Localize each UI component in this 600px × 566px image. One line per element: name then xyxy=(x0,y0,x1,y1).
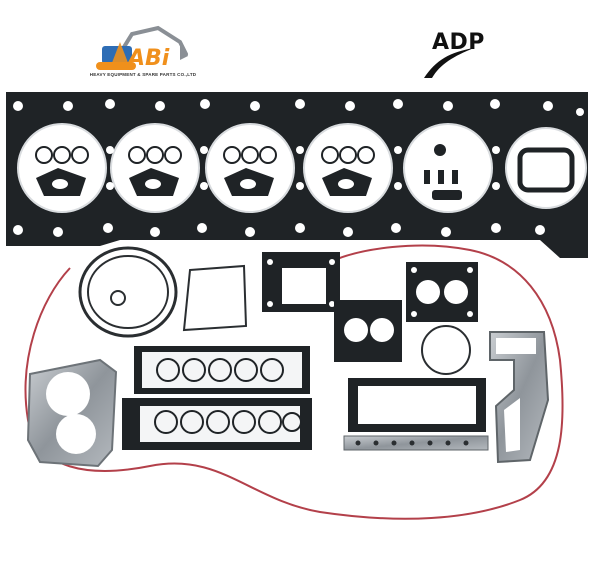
adp-swoosh-icon xyxy=(424,48,474,78)
abi-logo: ABi HEAVY EQUIPMENT & SPARE PARTS CO.,LT… xyxy=(88,20,198,82)
flange-gasket-upper xyxy=(406,262,478,322)
adp-wordmark: ADP xyxy=(432,30,485,55)
round-seal xyxy=(78,246,178,338)
abi-wordmark: ABi xyxy=(128,46,170,71)
strip-gasket xyxy=(343,435,489,451)
cylinder-head-gasket xyxy=(6,92,588,258)
exhaust-gasket-metal xyxy=(26,358,118,468)
abi-tagline: HEAVY EQUIPMENT & SPARE PARTS CO.,LTD xyxy=(89,72,197,77)
square-gasket xyxy=(262,252,340,312)
valve-gasket-upper xyxy=(134,346,310,394)
wire-seal xyxy=(182,264,248,332)
excavator-logo-icon xyxy=(96,25,188,70)
flange-gasket-lower xyxy=(334,300,402,362)
valve-gasket-lower xyxy=(122,398,312,450)
o-ring xyxy=(421,325,471,375)
adp-logo: ADP xyxy=(422,30,502,80)
oil-pan-gasket xyxy=(348,378,486,432)
timing-cover-gasket xyxy=(489,331,550,464)
